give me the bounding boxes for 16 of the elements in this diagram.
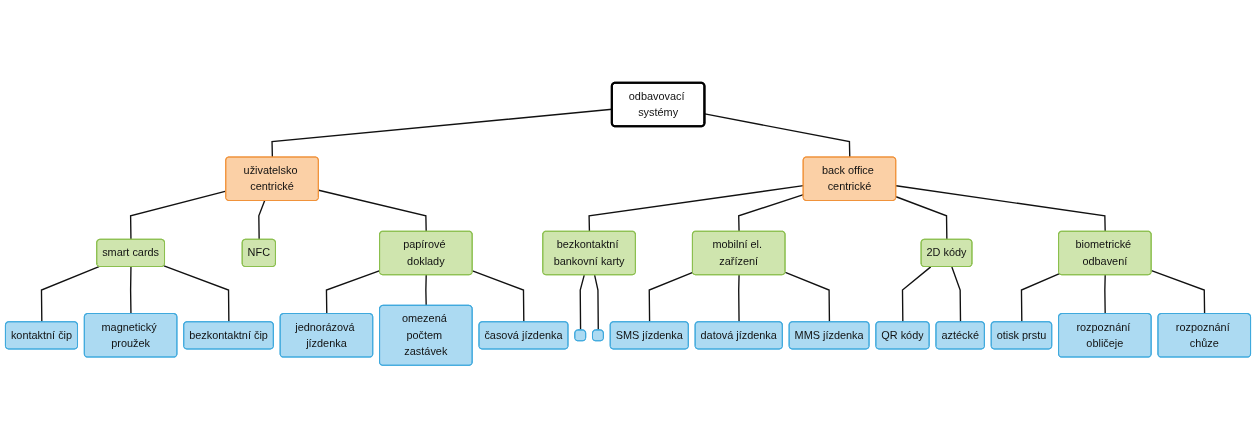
connector [129, 266, 132, 315]
connector [895, 185, 1106, 233]
connector [704, 113, 851, 158]
connector [318, 189, 427, 233]
connector [951, 266, 962, 323]
connector [1104, 274, 1106, 315]
connector [258, 200, 266, 241]
connector [895, 196, 948, 241]
connector [738, 274, 740, 323]
connector [40, 265, 100, 323]
connector [579, 274, 585, 331]
connector [593, 274, 599, 331]
connector [425, 274, 427, 307]
connector [163, 265, 230, 323]
connector [901, 266, 932, 323]
connector [325, 269, 381, 315]
